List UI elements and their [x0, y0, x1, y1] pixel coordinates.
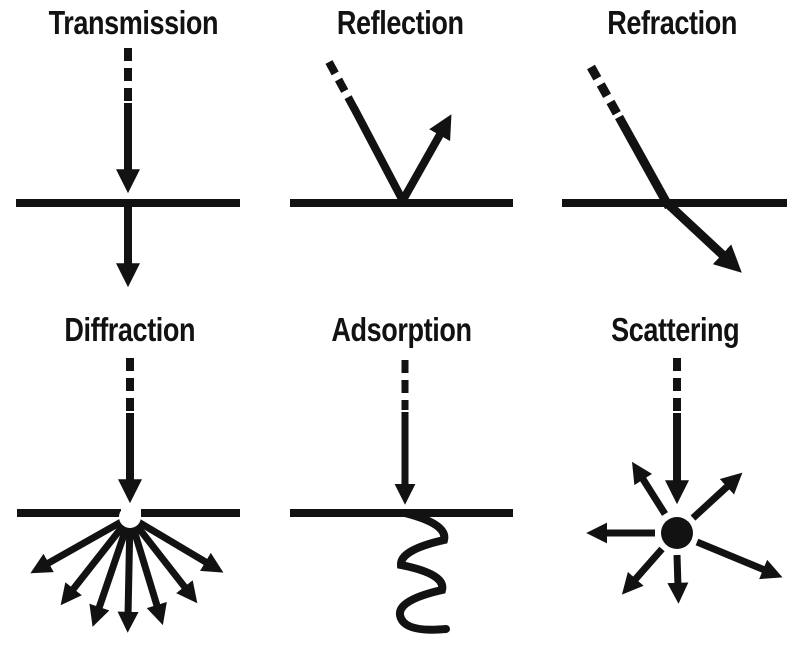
panel-title-refraction: Refraction — [544, 5, 800, 41]
panel-title-adsorption: Adsorption — [277, 312, 525, 348]
scattered-ray-arrow — [667, 554, 689, 604]
scattered-ray-arrow — [621, 546, 665, 595]
panel-title-label: Reflection — [337, 4, 464, 41]
adsorbed-wave-squiggle — [396, 509, 450, 634]
panel-title-label: Diffraction — [64, 311, 196, 348]
panel-title-label: Transmission — [48, 4, 219, 41]
diffracted-ray-arrow — [30, 513, 132, 574]
scattered-ray-arrow — [632, 461, 668, 516]
diffracted-ray-arrow — [60, 514, 133, 606]
incident-ray-dashed — [587, 64, 624, 122]
diffraction-diagram — [17, 358, 240, 633]
reflection-diagram — [290, 60, 513, 207]
adsorption-diagram — [290, 360, 513, 634]
panel-title-scattering: Scattering — [551, 312, 799, 348]
panel-title-label: Adsorption — [330, 311, 472, 348]
scattering-diagram — [586, 358, 783, 604]
refraction-diagram — [562, 64, 787, 273]
slit-notch — [119, 506, 141, 528]
panel-title-diffraction: Diffraction — [6, 312, 254, 348]
transmission-diagram — [16, 48, 240, 288]
incident-ray-dashed — [325, 60, 359, 112]
panel-title-transmission: Transmission — [10, 5, 257, 41]
incident-ray — [350, 106, 407, 203]
incident-ray — [615, 114, 673, 210]
scattered-ray-arrow — [690, 472, 743, 521]
panel-title-reflection: Reflection — [277, 5, 524, 41]
scattered-ray-arrow — [695, 538, 783, 580]
panel-title-label: Refraction — [607, 4, 737, 41]
diffracted-ray-arrow — [128, 513, 224, 573]
diffracted-ray-arrow — [127, 514, 198, 604]
diffracted-ray-arrow — [89, 515, 134, 627]
diffracted-ray-arrow — [117, 516, 139, 633]
reflected-ray-arrow — [399, 114, 452, 202]
scatter-particle — [661, 517, 693, 549]
diffracted-ray-arrow — [126, 515, 167, 626]
refracted-ray-arrow — [664, 200, 742, 273]
panel-title-label: Scattering — [610, 311, 740, 348]
